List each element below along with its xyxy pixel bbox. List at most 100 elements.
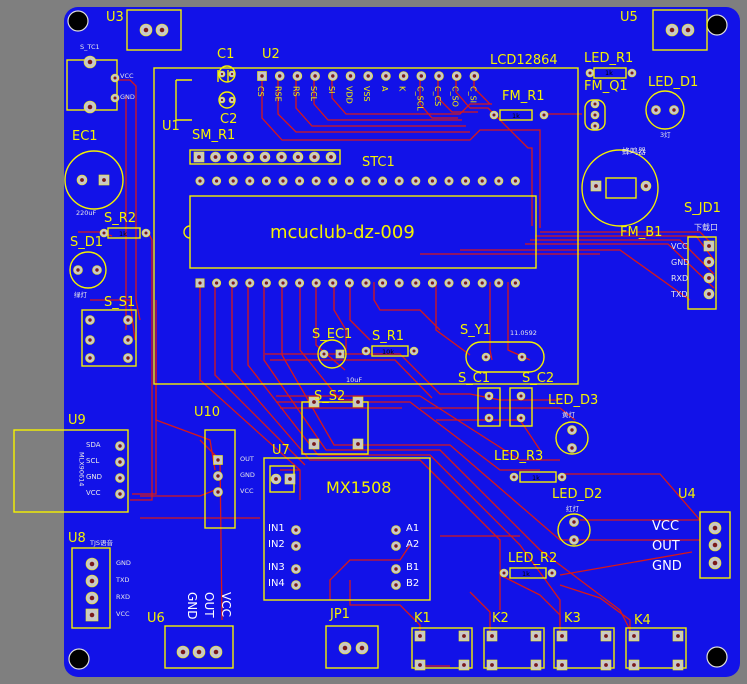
- pad-hole: [364, 179, 368, 183]
- ref-led-d3: LED_D3: [548, 393, 599, 408]
- pad-hole: [314, 281, 318, 285]
- pad-hole: [712, 525, 718, 531]
- pad-hole: [430, 179, 434, 183]
- pad-hole: [487, 394, 491, 398]
- pad-hole: [492, 113, 496, 117]
- pad-hole: [279, 155, 284, 159]
- pad-hole: [412, 349, 416, 353]
- pad-hole: [359, 645, 365, 651]
- pad-hole: [342, 645, 348, 651]
- pad-hole: [588, 71, 592, 75]
- pad-hole: [312, 400, 316, 404]
- pad-hole: [216, 474, 220, 478]
- pad-hole: [464, 179, 468, 183]
- ref-lcd12864: LCD12864: [490, 53, 558, 68]
- u4-pin-gnd: GND: [652, 559, 682, 574]
- pad-hole: [462, 634, 466, 638]
- ref-c2: C2: [220, 112, 238, 127]
- pad-hole: [89, 578, 95, 584]
- ref-u9: U9: [68, 413, 86, 428]
- pad-hole: [519, 416, 523, 420]
- pad-hole: [707, 276, 711, 280]
- ref-u2: U2: [262, 47, 280, 62]
- pad-hole: [216, 458, 220, 462]
- pad-hole: [198, 281, 202, 285]
- pad-hole: [534, 634, 538, 638]
- led-r3-value: 1k: [532, 474, 540, 482]
- s-ec1-value: 10uF: [346, 376, 363, 384]
- pad-hole: [294, 583, 298, 587]
- pad-hole: [480, 179, 484, 183]
- pad-hole: [230, 98, 234, 102]
- pad-hole: [248, 179, 252, 183]
- u8-pin-vcc: VCC: [116, 610, 130, 618]
- ec1-value: 220uF: [76, 209, 97, 217]
- pad-hole: [294, 528, 298, 532]
- pad-hole: [230, 72, 234, 76]
- u8-pin-txd: TXD: [116, 576, 130, 584]
- u2-pin-c-scl: C_SCL: [415, 86, 425, 111]
- ref-u4: U4: [678, 487, 696, 502]
- pad-hole: [401, 74, 406, 78]
- led-d1-note: 3灯: [660, 131, 671, 139]
- pad-hole: [338, 352, 342, 356]
- ref-led-d1: LED_D1: [648, 75, 699, 90]
- board-title: mcuclub-dz-009: [270, 222, 415, 243]
- ref-s-jd1: S_JD1: [684, 201, 721, 216]
- pad-hole: [347, 281, 351, 285]
- pad-hole: [347, 179, 351, 183]
- pad-hole: [707, 260, 711, 264]
- ref-s-s2: S_S2: [314, 389, 346, 404]
- pad-hole: [89, 612, 95, 618]
- s-jd1-title: 下载口: [694, 223, 718, 232]
- pad-hole: [213, 649, 219, 655]
- pad-hole: [126, 338, 130, 342]
- pad-hole: [519, 394, 523, 398]
- ref-led-d2: LED_D2: [552, 487, 603, 502]
- u2-pin-scl: SCL: [309, 86, 319, 102]
- mx1508-pin-a2: A2: [406, 539, 420, 550]
- pad-hole: [560, 663, 564, 667]
- pad-hole: [707, 244, 711, 248]
- pad-hole: [89, 595, 95, 601]
- led-d2-note: 红灯: [566, 505, 579, 513]
- pad-hole: [88, 356, 92, 360]
- u9-pin-sda: SDA: [86, 441, 101, 449]
- ref-u10: U10: [194, 405, 221, 420]
- pad-hole: [102, 231, 106, 235]
- pad-hole: [630, 71, 634, 75]
- pad-hole: [366, 74, 370, 78]
- u9-pin-scl: SCL: [86, 457, 100, 465]
- pad-hole: [480, 281, 484, 285]
- ref-led-r3: LED_R3: [494, 449, 544, 464]
- pad-hole: [394, 567, 398, 571]
- pad-hole: [95, 268, 99, 272]
- ref-ec1: EC1: [72, 129, 98, 144]
- u2-pin-k: K: [397, 86, 407, 92]
- pad-hole: [462, 663, 466, 667]
- u4-pin-vcc: VCC: [652, 519, 680, 534]
- fm-b1-note: 蜂鸣器: [622, 147, 646, 156]
- ref-s-c1: S_C1: [458, 371, 491, 386]
- pad-hole: [644, 184, 648, 188]
- ref-k4: K4: [634, 613, 651, 628]
- pad-hole: [263, 155, 267, 159]
- pad-hole: [331, 179, 335, 183]
- pad-hole: [113, 96, 117, 100]
- u8-pin-rxd: RXD: [116, 593, 130, 601]
- pad-hole: [216, 490, 220, 494]
- mx1508-pin-b2: B2: [406, 578, 420, 589]
- u6-pin-out: OUT: [202, 592, 216, 618]
- led-r2-value: 1k: [522, 570, 530, 578]
- pad-hole: [484, 355, 488, 359]
- pad-hole: [570, 428, 574, 432]
- pad-hole: [497, 179, 501, 183]
- mx1508-pin-in1: IN1: [268, 523, 285, 534]
- u9-part: MLX90614: [77, 452, 86, 487]
- pad-hole: [88, 338, 92, 342]
- pad-hole: [381, 179, 385, 183]
- component-pads: [73, 23, 722, 671]
- led-d3-note: 黄灯: [562, 411, 575, 419]
- pad-hole: [419, 74, 424, 78]
- pad-hole: [707, 292, 711, 296]
